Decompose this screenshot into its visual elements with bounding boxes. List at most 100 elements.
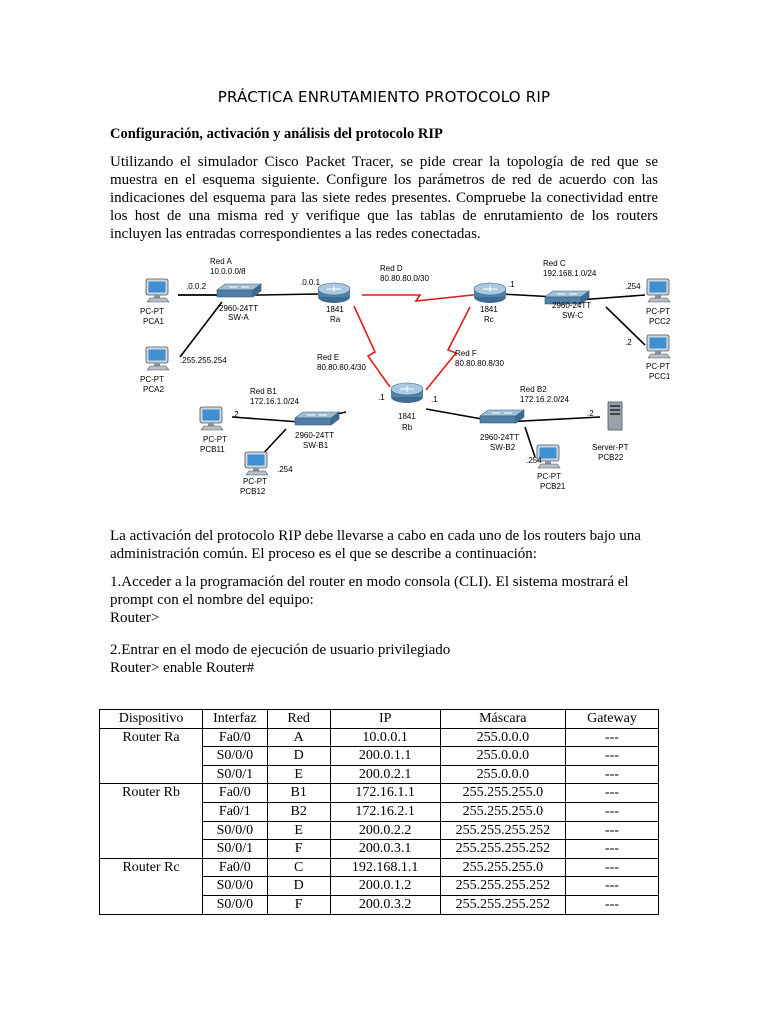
- ip-cell: 10.0.0.1: [329, 727, 441, 748]
- table-header-row: Dispositivo Interfaz Red IP Máscara Gate…: [98, 709, 660, 729]
- device-cell: Router Rb: [98, 783, 204, 859]
- pca1-ip-label: .0.0.2: [186, 282, 207, 291]
- pcb21-name: PCB21: [540, 482, 566, 491]
- pcb11-name: PCB11: [200, 445, 225, 454]
- header-ip: IP: [329, 709, 441, 729]
- pca2-name: PCA2: [143, 385, 164, 394]
- pca2-pc-icon: [145, 346, 170, 371]
- header-mascara: Máscara: [439, 709, 566, 729]
- ra-router-icon: [317, 282, 351, 304]
- section-heading: Configuración, activación y análisis del…: [110, 126, 443, 142]
- ip-cell: 172.16.1.1: [329, 783, 441, 803]
- ra-model: 1841: [326, 305, 344, 314]
- step-2: 2.Entrar en el modo de ejecución de usua…: [110, 641, 658, 677]
- table-row: Fa0/1 B2 172.16.2.1 255.255.255.0 ---: [100, 801, 660, 822]
- header-dispositivo: Dispositivo: [98, 709, 204, 729]
- net-b1-name: Red B1: [250, 387, 277, 396]
- ip-cell: 200.0.1.1: [329, 746, 441, 766]
- gateway-cell: ---: [564, 746, 660, 766]
- rc-model: 1841: [480, 305, 498, 314]
- mask-cell: 255.255.255.0: [439, 857, 566, 878]
- device-cell: Router Ra: [98, 727, 204, 785]
- pca1-name: PCA1: [143, 317, 164, 326]
- pcb12-name: PCB12: [240, 487, 266, 496]
- network-cell: C: [266, 857, 331, 878]
- mask-cell: 255.255.255.0: [439, 801, 566, 822]
- gateway-cell: ---: [564, 894, 660, 915]
- header-red: Red: [266, 709, 331, 729]
- rc-router-icon: [473, 282, 507, 304]
- net-e-name: Red E: [317, 353, 339, 362]
- pcb12-type: PC-PT: [243, 477, 267, 486]
- activation-paragraph: La activación del protocolo RIP debe lle…: [110, 528, 641, 562]
- pcb12-pc-icon: [244, 451, 269, 476]
- ip-cell: 200.0.1.2: [329, 876, 441, 896]
- pca1-type: PC-PT: [140, 307, 164, 316]
- sw-a-model: 2960-24TT: [219, 304, 258, 313]
- gateway-cell: ---: [564, 801, 660, 822]
- sw-b2-model: 2960-24TT: [480, 433, 519, 442]
- pcc1-ip-label: .2: [625, 338, 632, 347]
- ip-cell: 200.0.2.2: [329, 820, 441, 841]
- net-c-addr: 192.168.1.0/24: [543, 269, 597, 278]
- net-d-addr: 80.80.80.0/30: [380, 274, 429, 283]
- interface-cell: Fa0/0: [202, 857, 268, 878]
- net-a-addr: 10.0.0.0/8: [210, 267, 246, 276]
- network-cell: D: [266, 876, 331, 896]
- interface-cell: S0/0/0: [202, 894, 268, 915]
- interfaces-table-wrap: Dispositivo Interfaz Red IP Máscara Gate…: [98, 709, 660, 915]
- ip-cell: 172.16.2.1: [329, 801, 441, 822]
- gateway-cell: ---: [564, 839, 660, 859]
- interface-cell: Fa0/0: [202, 783, 268, 803]
- rb-name: Rb: [402, 423, 413, 432]
- step-1-text: 1.Acceder a la programación del router e…: [110, 574, 629, 608]
- network-cell: B2: [266, 801, 331, 822]
- table-row: S0/0/0 E 200.0.2.2 255.255.255.252 ---: [100, 820, 660, 841]
- net-a-name: Red A: [210, 257, 232, 266]
- mask-cell: 255.255.255.252: [439, 839, 566, 859]
- pcb21-type: PC-PT: [537, 472, 561, 481]
- interface-cell: Fa0/0: [202, 727, 268, 748]
- gateway-cell: ---: [564, 783, 660, 803]
- net-c-name: Red C: [543, 259, 566, 268]
- ra-ip-label: .0.0.1: [300, 278, 321, 287]
- rc-ip-label: .1: [508, 280, 515, 289]
- interfaces-table: Dispositivo Interfaz Red IP Máscara Gate…: [98, 709, 660, 915]
- gateway-cell: ---: [564, 857, 660, 878]
- table-row: S0/0/1 E 200.0.2.1 255.0.0.0 ---: [100, 764, 660, 785]
- table-row: S0/0/0 F 200.0.3.2 255.255.255.252 ---: [100, 894, 660, 915]
- ethernet-links: [178, 293, 646, 458]
- rb-router-icon: [390, 382, 424, 404]
- pcb12-ip-label: .254: [277, 465, 293, 474]
- interface-cell: S0/0/1: [202, 764, 268, 785]
- pca1-pc-icon: [145, 278, 170, 303]
- table-row: Router Rc Fa0/0 C 192.168.1.1 255.255.25…: [98, 857, 660, 915]
- sw-c-name: SW-C: [562, 311, 583, 320]
- network-cell: B1: [266, 783, 331, 803]
- server-type: Server-PT: [592, 443, 629, 452]
- rb-left-ip-label: .1: [378, 393, 385, 402]
- page-title: PRÁCTICA ENRUTAMIENTO PROTOCOLO RIP: [217, 88, 551, 106]
- pcc2-pc-icon: [646, 278, 671, 303]
- pca2-ip-label: .255.255.254: [180, 356, 227, 365]
- sw-b1-switch-icon: [294, 411, 340, 426]
- gateway-cell: ---: [564, 876, 660, 896]
- pcc2-name: PCC2: [649, 317, 671, 326]
- rb-model: 1841: [398, 412, 416, 421]
- pcc1-pc-icon: [646, 334, 671, 359]
- ip-cell: 200.0.3.2: [329, 894, 441, 915]
- step-1-command: Router>: [110, 610, 160, 626]
- gateway-cell: ---: [564, 820, 660, 841]
- serial-links: [353, 293, 483, 391]
- ip-cell: 200.0.2.1: [329, 764, 441, 785]
- net-d-name: Red D: [380, 264, 403, 273]
- rb-right-ip-label: .1: [431, 395, 438, 404]
- mask-cell: 255.255.255.0: [439, 783, 566, 803]
- interface-cell: S0/0/0: [202, 820, 268, 841]
- table-row: Router Rb Fa0/0 B1 172.16.1.1 255.255.25…: [98, 783, 660, 859]
- mask-cell: 255.255.255.252: [439, 876, 566, 896]
- mask-cell: 255.255.255.252: [439, 820, 566, 841]
- net-f-name: Red F: [455, 349, 477, 358]
- network-cell: F: [266, 839, 331, 859]
- net-b1-addr: 172.16.1.0/24: [250, 397, 299, 406]
